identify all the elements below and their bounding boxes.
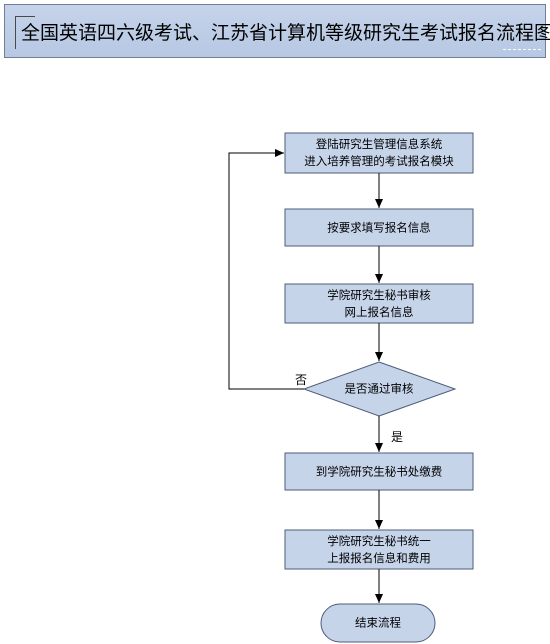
node-secretary-review-line-2: 网上报名信息 bbox=[344, 304, 414, 319]
node-login-line-2: 进入培养管理的考试报名模块 bbox=[304, 154, 454, 168]
node-login-line-1: 登陆研究生管理信息系统 bbox=[315, 137, 443, 151]
edge-label-yes: 是 bbox=[391, 430, 404, 444]
node-secretary-review-line-1: 学院研究生秘书审核 bbox=[327, 287, 431, 302]
title-frame-top bbox=[15, 16, 35, 17]
node-pay-label: 到学院研究生秘书处缴费 bbox=[316, 463, 443, 480]
node-submit-label: 学院研究生秘书统一 上报报名信息和费用 bbox=[327, 533, 431, 567]
title-dash-decoration bbox=[503, 49, 541, 50]
node-approved-line-1: 是否通过审核 bbox=[344, 381, 414, 396]
node-end-box bbox=[320, 603, 436, 643]
node-login-label: 登陆研究生管理信息系统 进入培养管理的考试报名模块 bbox=[304, 136, 454, 170]
title-bar: 全国英语四六级考试、江苏省计算机等级研究生考试报名流程图 bbox=[4, 4, 550, 58]
page-title: 全国英语四六级考试、江苏省计算机等级研究生考试报名流程图 bbox=[21, 22, 550, 44]
node-pay-line-1: 到学院研究生秘书处缴费 bbox=[315, 464, 443, 478]
node-approved-label: 是否通过审核 bbox=[345, 381, 414, 398]
node-secretary-review-box bbox=[284, 283, 474, 324]
node-secretary-review-label: 学院研究生秘书审核 网上报名信息 bbox=[327, 287, 431, 321]
node-end-line-1: 结束流程 bbox=[355, 615, 401, 630]
node-submit-line-1: 学院研究生秘书统一 bbox=[327, 533, 431, 548]
node-end-label: 结束流程 bbox=[355, 615, 401, 632]
node-fill-line-1: 按要求填写报名信息 bbox=[327, 220, 431, 234]
node-submit-line-2: 上报报名信息和费用 bbox=[327, 550, 431, 565]
node-fill-label: 按要求填写报名信息 bbox=[327, 219, 431, 236]
edge-label-no: 否 bbox=[295, 373, 308, 387]
edge-approved-no-loop bbox=[228, 149, 304, 390]
node-fill-box bbox=[284, 208, 474, 247]
title-frame-left bbox=[15, 16, 16, 49]
